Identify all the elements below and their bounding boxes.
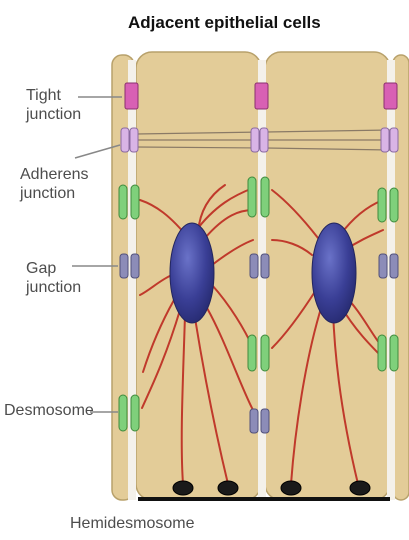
label-hemidesmosome: Hemidesmosome — [70, 514, 194, 533]
nucleus-left — [170, 223, 214, 323]
label-desmosome: Desmosome — [4, 401, 94, 420]
nucleus-right — [312, 223, 356, 323]
label-tight-junction: Tight junction — [26, 86, 81, 124]
membrane-gap-3 — [387, 60, 395, 500]
membrane-gap-2 — [258, 60, 266, 500]
membrane-gap-1 — [128, 60, 136, 500]
label-adherens-junction: Adherens junction — [20, 165, 89, 203]
basal-lamina — [138, 497, 390, 501]
label-gap-junction: Gap junction — [26, 259, 81, 297]
